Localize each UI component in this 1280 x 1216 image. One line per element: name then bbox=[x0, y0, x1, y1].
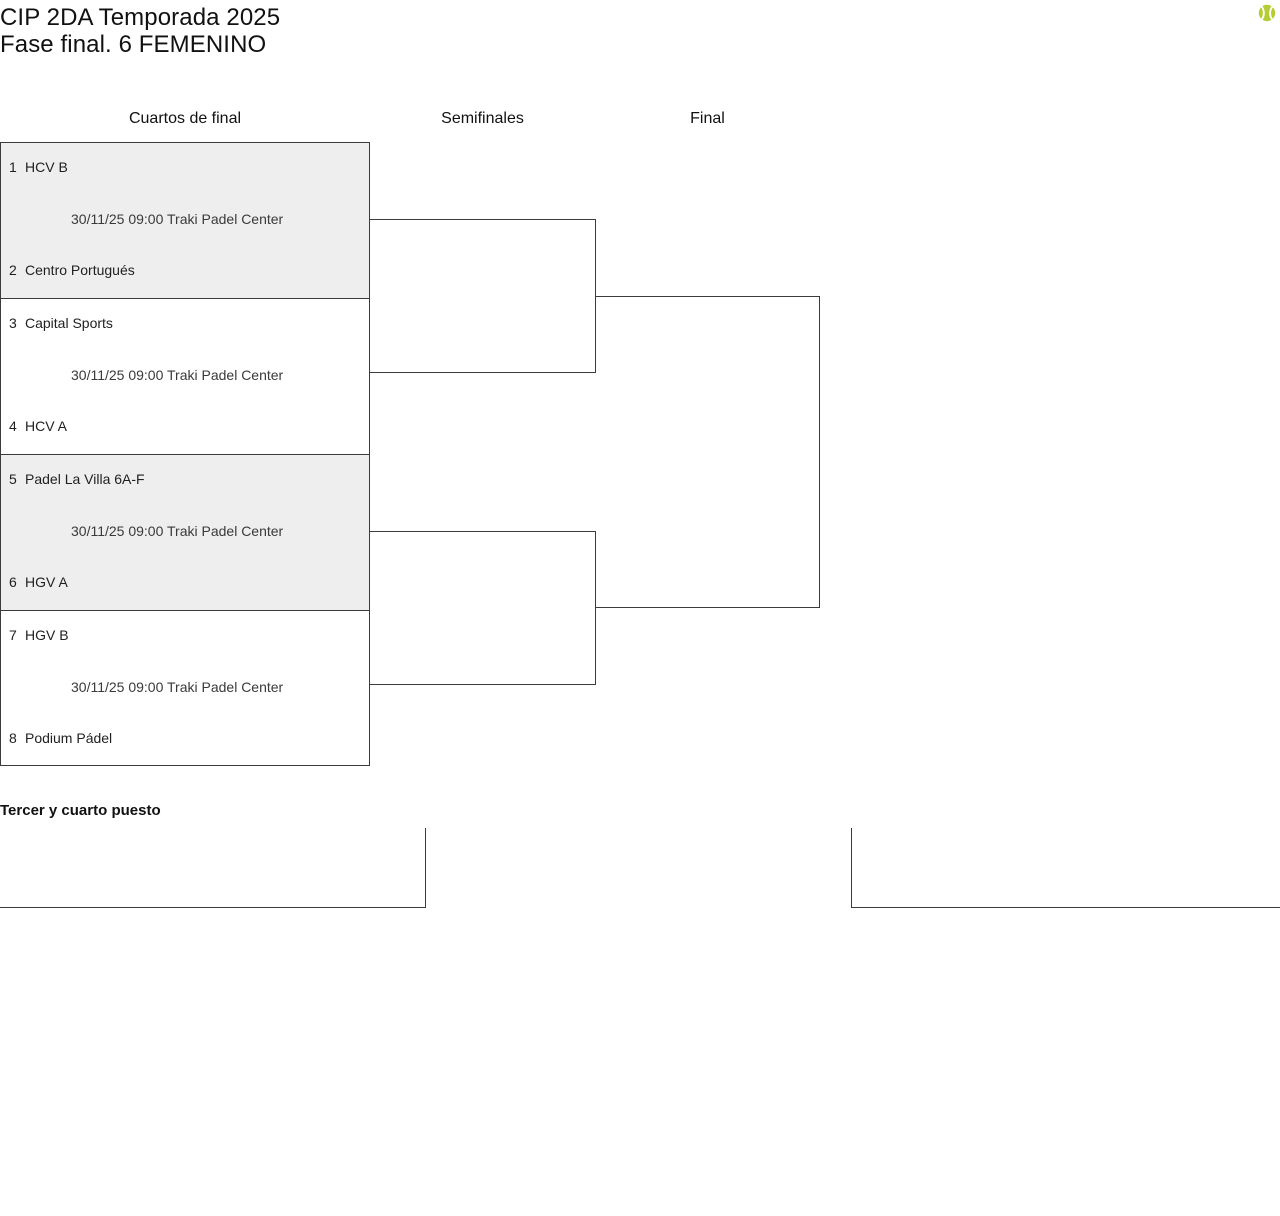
team-name: HCV B bbox=[25, 159, 68, 175]
third-place-left-spine bbox=[425, 828, 426, 907]
semifinal-connector-top-in bbox=[369, 219, 595, 220]
round-header-final: Final bbox=[690, 110, 725, 127]
semifinal-connector-bottom-in bbox=[369, 372, 595, 373]
seed-number: 4 bbox=[9, 418, 17, 434]
seed-number: 3 bbox=[9, 315, 17, 331]
match-slot-top[interactable]: 5 Padel La Villa 6A-F bbox=[9, 469, 361, 489]
third-place-title: Tercer y cuarto puesto bbox=[0, 802, 161, 819]
team-name: Centro Portugués bbox=[25, 262, 135, 278]
team-name: HGV A bbox=[25, 574, 68, 590]
match-slot-bottom[interactable]: 6 HGV A bbox=[9, 572, 361, 592]
team-name: HCV A bbox=[25, 418, 68, 434]
match-card[interactable]: 7 HGV B 30/11/25 09:00 Traki Padel Center… bbox=[0, 610, 370, 766]
round-header-quarterfinals: Cuartos de final bbox=[128, 110, 242, 127]
team-name: Podium Pádel bbox=[25, 730, 113, 746]
seed-number: 2 bbox=[9, 262, 17, 278]
match-slot-top[interactable]: 7 HGV B bbox=[9, 625, 361, 645]
page-title: CIP 2DA Temporada 2025 Fase final. 6 FEM… bbox=[0, 4, 281, 58]
team-name: HGV B bbox=[25, 627, 69, 643]
match-card[interactable]: 1 HCV B 30/11/25 09:00 Traki Padel Center… bbox=[0, 142, 370, 298]
final-bracket-spine bbox=[819, 296, 820, 608]
seed-number: 5 bbox=[9, 471, 17, 487]
final-connector-bottom-in bbox=[595, 607, 820, 608]
round-header-semifinals: Semifinales bbox=[441, 110, 524, 127]
match-info: 30/11/25 09:00 Traki Padel Center bbox=[71, 679, 284, 695]
match-slot-bottom[interactable]: 4 HCV A bbox=[9, 416, 361, 436]
quarterfinals-column: 1 HCV B 30/11/25 09:00 Traki Padel Center… bbox=[0, 142, 370, 766]
semifinal-connector-top-in bbox=[369, 531, 595, 532]
seed-number: 1 bbox=[9, 159, 17, 175]
match-slot-bottom[interactable]: 8 Podium Pádel bbox=[9, 728, 361, 748]
match-slot-top[interactable]: 1 HCV B bbox=[9, 157, 361, 177]
team-name: Capital Sports bbox=[25, 315, 113, 331]
match-slot-bottom[interactable]: 2 Centro Portugués bbox=[9, 260, 361, 280]
tennis-ball-icon bbox=[1257, 3, 1277, 23]
seed-number: 8 bbox=[9, 730, 17, 746]
match-card[interactable]: 5 Padel La Villa 6A-F 30/11/25 09:00 Trak… bbox=[0, 454, 370, 610]
team-name: Padel La Villa 6A-F bbox=[25, 471, 145, 487]
match-info: 30/11/25 09:00 Traki Padel Center bbox=[71, 367, 284, 383]
seed-number: 7 bbox=[9, 627, 17, 643]
semifinal-bracket-spine bbox=[595, 531, 596, 685]
seed-number: 6 bbox=[9, 574, 17, 590]
third-place-right-connector bbox=[851, 907, 1280, 908]
match-slot-top[interactable]: 3 Capital Sports bbox=[9, 313, 361, 333]
match-info: 30/11/25 09:00 Traki Padel Center bbox=[71, 523, 284, 539]
semifinal-connector-bottom-in bbox=[369, 684, 595, 685]
third-place-left-connector bbox=[0, 907, 426, 908]
match-info: 30/11/25 09:00 Traki Padel Center bbox=[71, 211, 284, 227]
final-connector-top-in bbox=[595, 296, 820, 297]
match-card[interactable]: 3 Capital Sports 30/11/25 09:00 Traki Pad… bbox=[0, 298, 370, 454]
third-place-right-spine bbox=[851, 828, 852, 907]
